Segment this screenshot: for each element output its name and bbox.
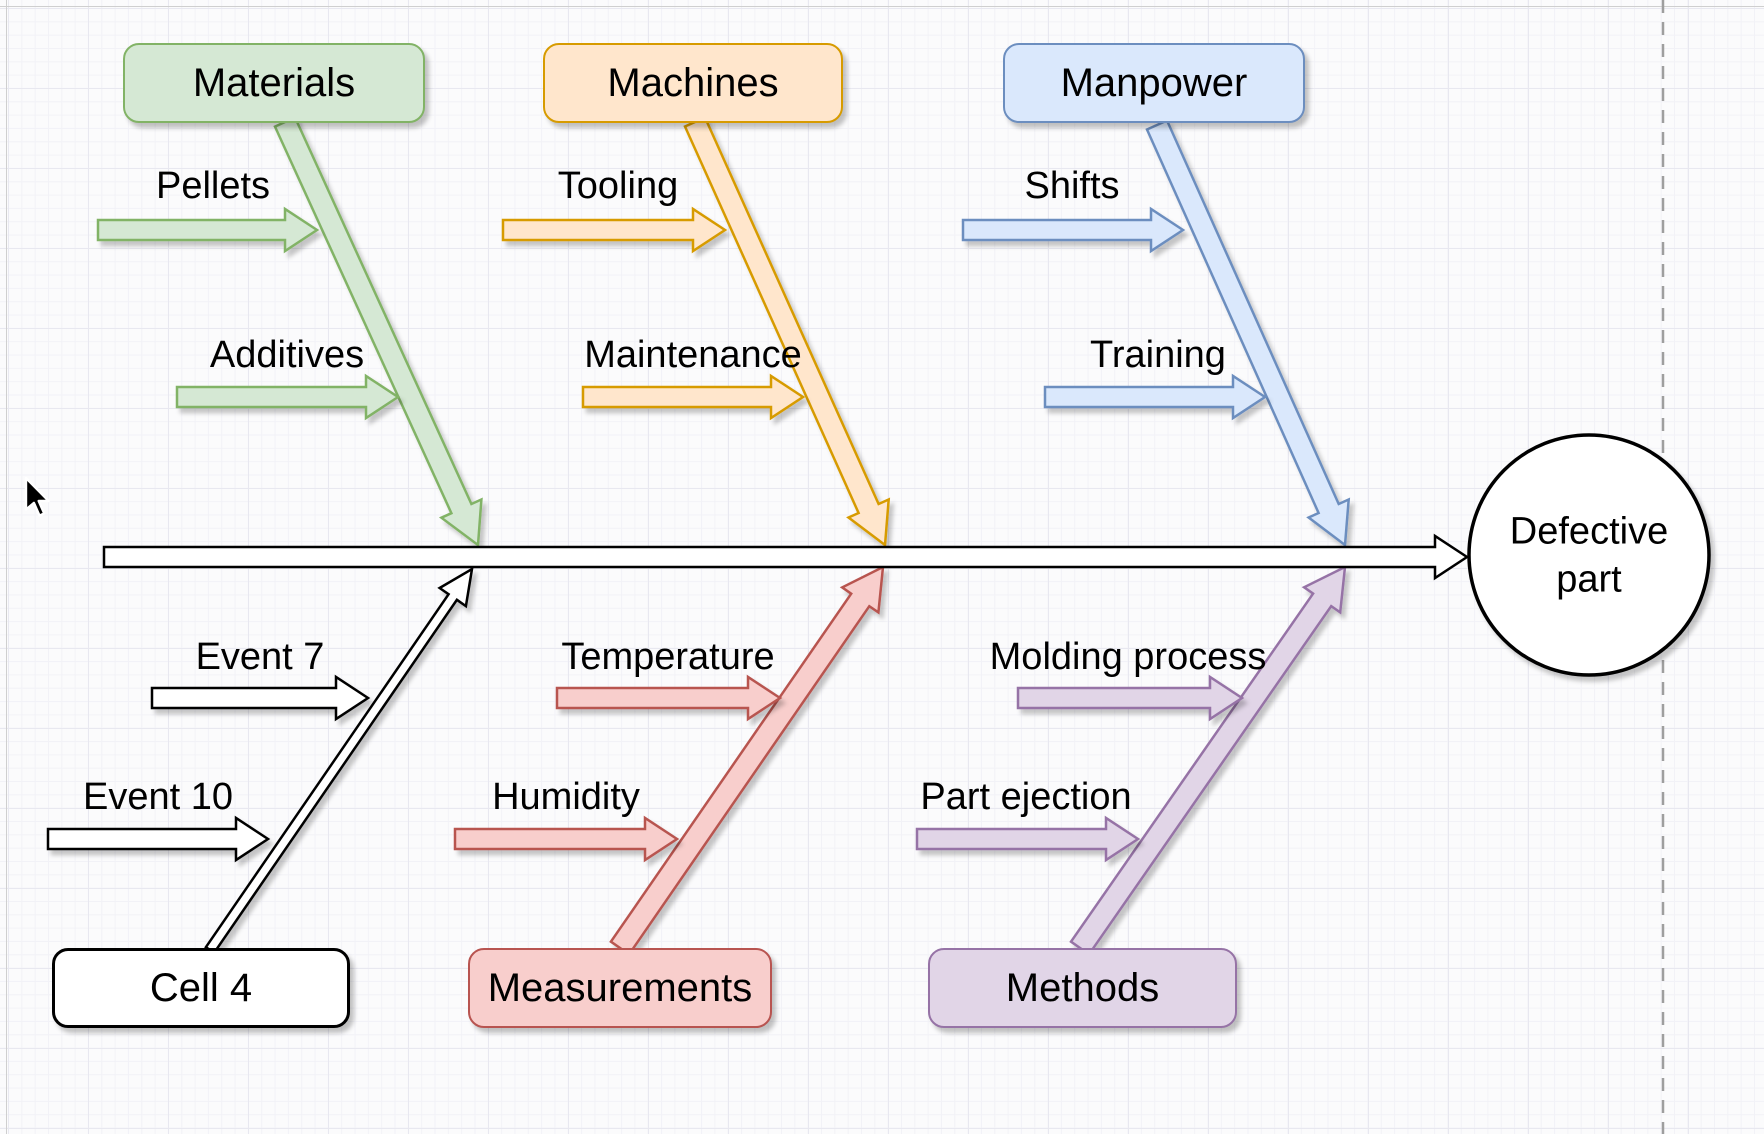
cell-4-branch-arrow[interactable] (204, 566, 474, 955)
category-box-measurements[interactable]: Measurements (468, 948, 772, 1028)
pellets-cause-arrow[interactable] (96, 206, 320, 254)
category-box-cell-4[interactable]: Cell 4 (52, 948, 350, 1028)
page-edge-left (6, 0, 7, 1134)
cause-label-part-ejection[interactable]: Part ejection (920, 776, 1132, 819)
temperature-cause-arrow[interactable] (555, 674, 783, 722)
page-edge-top (0, 6, 1764, 7)
cause-label-maintenance[interactable]: Maintenance (584, 334, 802, 377)
maintenance-cause-arrow[interactable] (581, 373, 806, 421)
category-label-measurements: Measurements (487, 965, 753, 1010)
category-label-methods: Methods (1005, 965, 1160, 1010)
cause-label-training[interactable]: Training (1090, 334, 1226, 377)
category-box-machines[interactable]: Machines (543, 43, 843, 123)
category-label-machines: Machines (607, 60, 779, 105)
materials-branch-arrow[interactable] (273, 115, 483, 548)
molding-process-cause-arrow[interactable] (1016, 674, 1245, 722)
cause-label-molding-process[interactable]: Molding process (989, 636, 1267, 679)
cause-label-humidity[interactable]: Humidity (492, 776, 640, 819)
cause-label-additives[interactable]: Additives (209, 334, 365, 377)
mouse-cursor-icon (24, 476, 50, 517)
tooling-cause-arrow[interactable] (501, 206, 728, 254)
additives-cause-arrow[interactable] (175, 373, 401, 421)
cause-label-temperature[interactable]: Temperature (561, 636, 775, 679)
category-box-methods[interactable]: Methods (928, 948, 1237, 1028)
category-box-manpower[interactable]: Manpower (1003, 43, 1305, 123)
machines-branch-arrow[interactable] (683, 115, 891, 548)
event-7-cause-arrow[interactable] (150, 674, 371, 722)
cause-label-pellets[interactable]: Pellets (155, 165, 271, 208)
spine-arrow[interactable] (102, 533, 1470, 581)
cause-label-shifts[interactable]: Shifts (1024, 165, 1120, 208)
category-label-manpower: Manpower (1060, 60, 1248, 105)
cause-label-event-10[interactable]: Event 10 (83, 776, 233, 819)
cause-label-tooling[interactable]: Tooling (557, 165, 679, 208)
measurements-branch-arrow[interactable] (609, 564, 885, 957)
shifts-cause-arrow[interactable] (961, 206, 1186, 254)
part-ejection-cause-arrow[interactable] (915, 815, 1141, 863)
manpower-branch-arrow[interactable] (1145, 118, 1351, 548)
humidity-cause-arrow[interactable] (453, 815, 680, 863)
methods-branch-arrow[interactable] (1069, 564, 1347, 957)
effect-label[interactable]: Defective part (1509, 510, 1669, 601)
training-cause-arrow[interactable] (1043, 373, 1268, 421)
category-box-materials[interactable]: Materials (123, 43, 425, 123)
cause-label-event-7[interactable]: Event 7 (195, 636, 325, 679)
event-10-cause-arrow[interactable] (46, 815, 271, 863)
category-label-cell-4: Cell 4 (149, 965, 253, 1010)
category-label-materials: Materials (192, 60, 356, 105)
effect-circle[interactable] (1467, 433, 1711, 677)
